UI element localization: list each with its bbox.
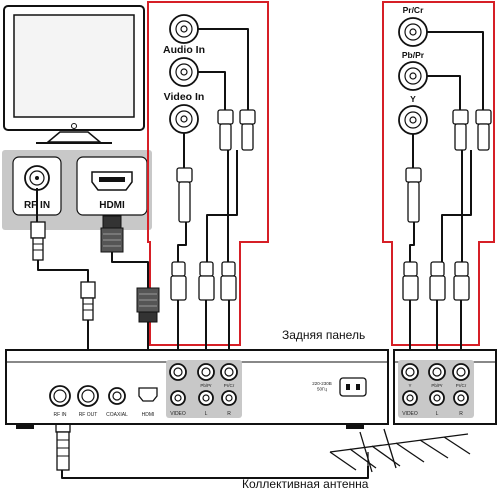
rca-plug-audio-r-upper-icon [239,109,256,151]
rca-plug-r-lower-icon [220,261,237,301]
pbpr-wire [427,75,461,110]
antenna-cable [61,466,369,479]
rca-plug-pr-upper-icon [475,109,492,151]
audio-wire-1 [198,28,249,110]
receiver-hdmi-label: HDMI [142,412,155,418]
rca-plug-l-lower-icon [198,261,215,301]
left-input-panel-border [147,1,269,346]
audio-in-label: Audio In [163,44,205,56]
tv-screen [13,14,135,118]
tv-hdmi-label: HDMI [99,200,125,211]
audio-wire-2 [198,71,226,110]
fragment-prcr-mini-label: Pr/Cr [456,383,467,388]
tv-hdmi-port: HDMI [76,156,148,216]
plugs [30,109,492,471]
hdmi-cable [111,252,149,288]
receiver-rf-out-label: RF OUT [79,412,98,418]
receiver-fragment-right: Y Pb/Pr Pr/Cr VIDEO L R [393,349,497,425]
right-input-panel-border [382,1,495,346]
power-socket-icon [339,377,367,397]
right-bundle-c [409,222,415,262]
video-in-label: Video In [164,91,205,103]
left-bundle-a [206,150,238,262]
rf-plug-antenna-icon [55,417,71,471]
receiver-r-label: R [227,411,231,417]
fragment-video-label: VIDEO [402,411,418,417]
receiver-coaxial-label: COAXIAL [106,412,128,418]
right-input-jacks: Pr/Cr Pb/Pr Y [398,5,428,135]
left-bundle-c [177,222,187,262]
left-input-jacks: Audio In Video In [163,14,205,134]
rf-plug-top-icon [30,221,46,261]
rca-plug-audio-l-upper-icon [217,109,234,151]
rf-plug-mid-icon [80,281,96,321]
receiver-video-label: VIDEO [170,411,186,417]
antenna-icon [329,428,471,473]
tv-set [3,5,145,144]
tv-rf-in-port: RF IN [12,156,62,216]
fragment-pbpr-mini-label: Pb/Pr [431,383,443,388]
receiver-l-label: L [205,411,208,417]
receiver-rf-in-label: RF IN [53,412,66,418]
rca-plug-pb-upper-icon [452,109,469,151]
rca-plug-y-upper-icon [405,167,422,223]
receiver-prcr-mini-label: Pr/Cr [224,383,235,388]
hdmi-plug-top-icon [100,215,124,253]
rca-plug-y-lower-icon [402,261,419,301]
rca-plug-video-lower-icon [170,261,187,301]
right-bundle-a [441,150,472,262]
rf-cable-run [37,260,89,282]
fragment-y-mini-label: Y [408,383,411,388]
rca-plug-pr-lower-icon [453,261,470,301]
tv-power-icon [71,123,77,129]
tv-stand [45,131,103,143]
rear-panel-title: Задняя панель [282,328,365,342]
rca-plug-video-upper-icon [176,167,193,223]
hdmi-plug-bottom-icon [136,287,160,323]
fragment-l-label: L [436,411,439,417]
rca-plug-pb-lower-icon [429,261,446,301]
antenna-label: Коллективная антенна [242,477,369,491]
receiver-hdmi-port-icon [138,387,158,402]
fragment-r-label: R [459,411,463,417]
pr-cr-label: Pr/Cr [403,5,424,15]
prcr-wire [427,31,484,110]
receiver-pbpr-mini-label: Pb/Pr [200,383,212,388]
pb-pr-label: Pb/Pr [402,50,425,60]
y-label: Y [410,94,416,104]
receiver-box: RF IN RF OUT COAXIAL HDMI Pb/Pr Pr/Cr VI… [5,349,389,429]
